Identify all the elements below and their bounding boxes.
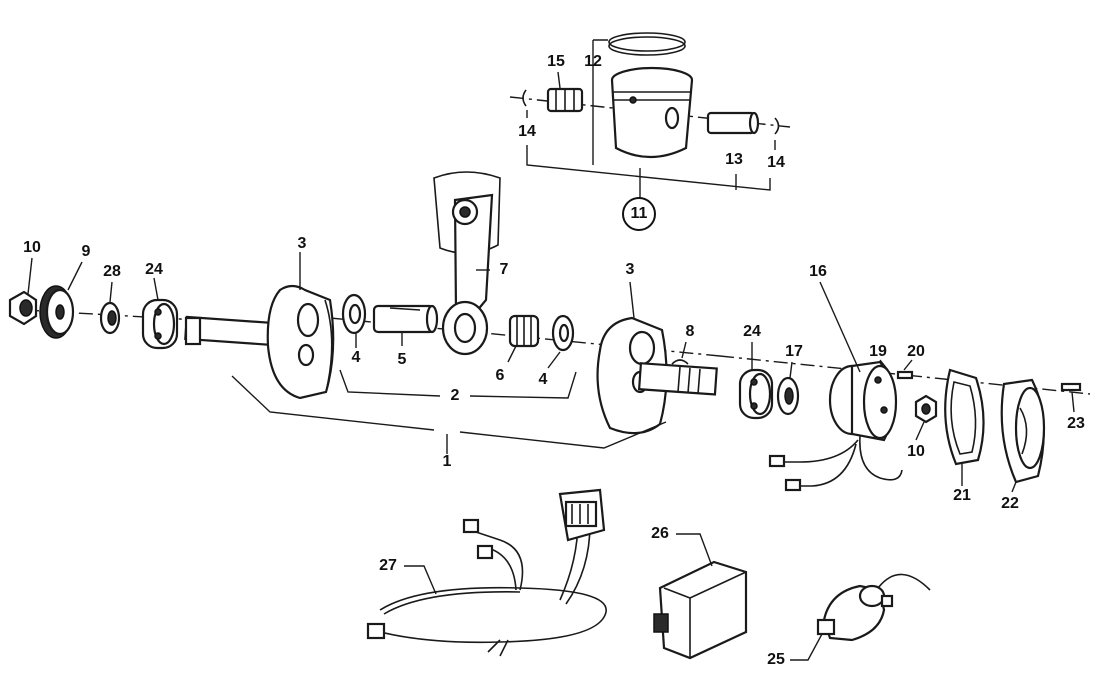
- label-part-22: 22: [1001, 495, 1019, 512]
- leader-6: [507, 345, 517, 363]
- connecting-rod: [433, 171, 501, 356]
- label-part-9: 9: [81, 243, 91, 260]
- label-part-5: 5: [397, 351, 407, 368]
- label-part-14-left: 14: [518, 123, 536, 140]
- label-part-3-right: 3: [625, 261, 635, 278]
- circlip-right: [774, 117, 780, 135]
- thrust-washer-right: [551, 314, 575, 352]
- bracket-2: [339, 369, 577, 399]
- leader-28: [109, 281, 113, 303]
- seal-ring-left: [99, 301, 121, 335]
- stator: [768, 360, 903, 492]
- leader-19: [879, 359, 889, 371]
- cover: [1000, 378, 1046, 484]
- label-part-19: 19: [869, 343, 887, 360]
- gear: [39, 285, 75, 339]
- cover-screw: [1060, 382, 1082, 392]
- bracket-1: [231, 375, 667, 449]
- label-part-26: 26: [651, 525, 669, 542]
- label-part-24-right: 24: [743, 323, 761, 340]
- leader-3b: [629, 281, 635, 319]
- leader-12: [592, 39, 608, 165]
- ignition-coil: [816, 573, 931, 642]
- leader-24a: [153, 277, 159, 301]
- label-part-15: 15: [547, 53, 565, 70]
- label-part-2: 2: [450, 387, 460, 404]
- label-part-13: 13: [725, 151, 743, 168]
- leader-bracket-11: [526, 145, 771, 198]
- screw-stator: [896, 370, 914, 380]
- leader-22: [1011, 481, 1017, 493]
- label-part-27: 27: [379, 557, 397, 574]
- label-part-10-right: 10: [907, 443, 925, 460]
- leader-9: [67, 261, 83, 291]
- nut-right: [914, 394, 938, 424]
- crank-pin: [372, 304, 439, 334]
- seal-ring-right: [776, 376, 800, 416]
- woodruff-key: [671, 359, 689, 365]
- cdi-unit: [653, 560, 748, 660]
- label-part-4-right: 4: [538, 371, 548, 388]
- leader-10b: [915, 421, 925, 441]
- label-part-20: 20: [907, 343, 925, 360]
- bearing-right: [738, 368, 774, 420]
- label-part-17: 17: [785, 343, 803, 360]
- label-part-16: 16: [809, 263, 827, 280]
- leader-17: [789, 361, 793, 379]
- label-part-8: 8: [685, 323, 695, 340]
- label-part-4-left: 4: [351, 349, 361, 366]
- leader-4b: [547, 351, 561, 369]
- label-part-28: 28: [103, 263, 121, 280]
- piston: [610, 66, 694, 158]
- leader-8: [681, 341, 687, 359]
- label-part-1: 1: [442, 453, 452, 470]
- label-part-3-left: 3: [297, 235, 307, 252]
- leader-16: [819, 281, 861, 373]
- leader-25: [790, 633, 823, 661]
- leader-26: [676, 533, 713, 567]
- gasket: [944, 368, 985, 466]
- crank-half-left: [184, 284, 335, 400]
- piston-ring: [608, 32, 686, 56]
- leader-27: [404, 565, 437, 595]
- needle-bearing-small-end: [546, 87, 584, 113]
- label-part-12: 12: [584, 53, 602, 70]
- label-part-14-right: 14: [767, 154, 785, 171]
- label-part-10-left: 10: [23, 239, 41, 256]
- nut-left: [8, 290, 38, 326]
- piston-pin: [706, 111, 760, 135]
- label-part-21: 21: [953, 487, 971, 504]
- label-part-11: 11: [622, 197, 656, 231]
- label-part-24-left: 24: [145, 261, 163, 278]
- leader-15: [557, 71, 561, 89]
- leader-20: [903, 359, 913, 371]
- label-part-25: 25: [767, 651, 785, 668]
- thrust-washer-left: [341, 293, 367, 335]
- needle-bearing-big-end: [508, 314, 540, 348]
- leader-10a: [27, 257, 33, 295]
- leader-23: [1071, 391, 1075, 413]
- label-part-23: 23: [1067, 415, 1085, 432]
- crank-half-right: [596, 316, 718, 435]
- label-part-6: 6: [495, 367, 505, 384]
- bearing-left: [141, 298, 179, 350]
- circlip-left: [522, 89, 527, 107]
- label-part-7: 7: [499, 261, 509, 278]
- wiring-harness: [366, 488, 607, 657]
